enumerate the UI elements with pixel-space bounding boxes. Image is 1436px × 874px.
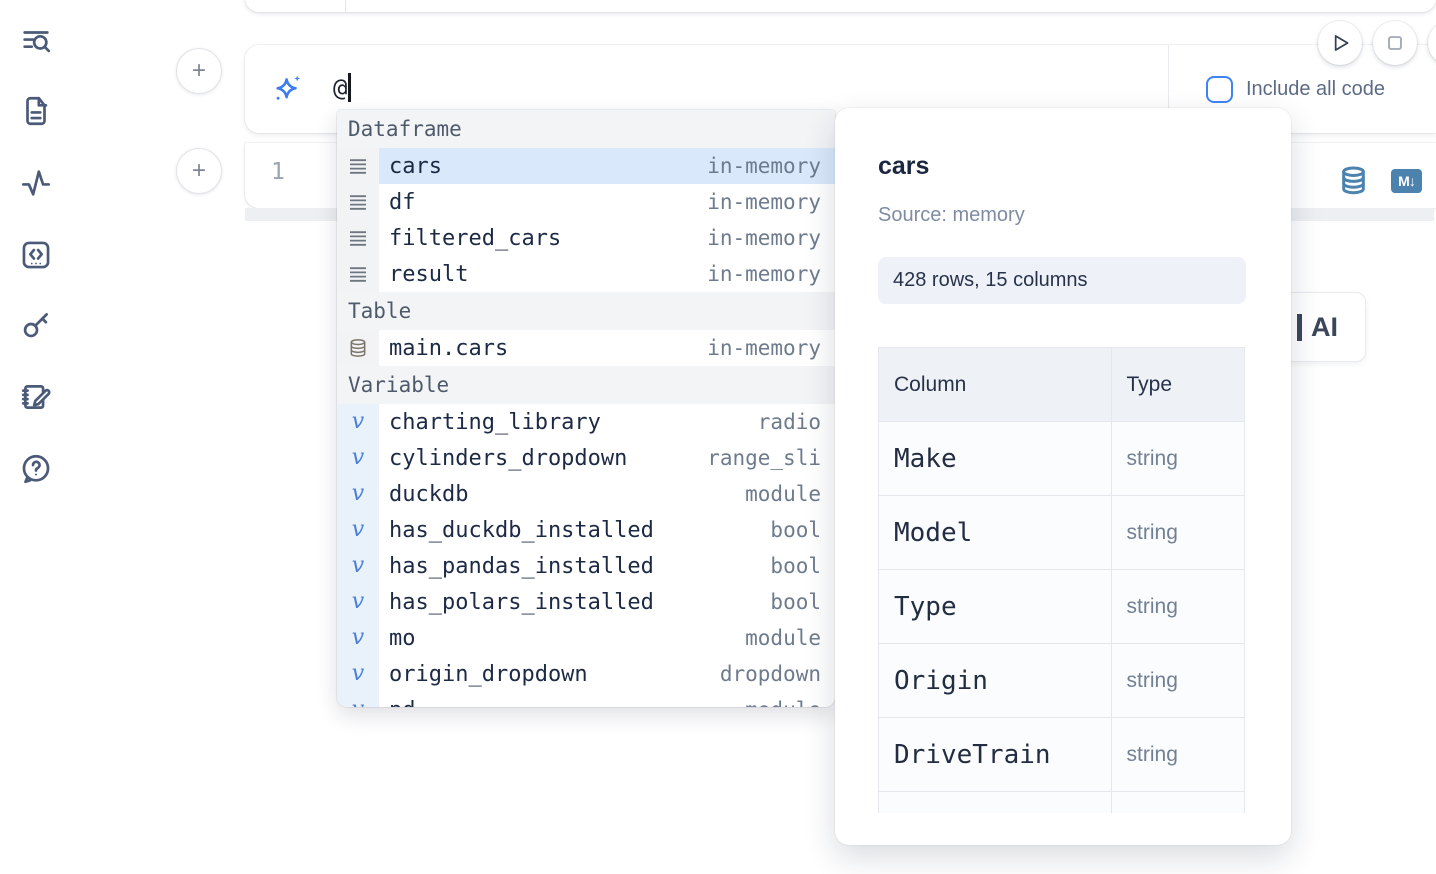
autocomplete-item-duckdb[interactable]: v duckdb module (337, 476, 835, 512)
table-row: Origin string (878, 643, 1246, 718)
ai-prompt-text: @ (333, 73, 348, 102)
dataframe-icon (337, 148, 379, 184)
table-row: Make string (878, 421, 1246, 496)
dataframe-icon (337, 184, 379, 220)
toc-search-icon[interactable] (19, 24, 53, 58)
include-all-code-checkbox[interactable] (1206, 75, 1233, 103)
variable-icon: v (337, 692, 379, 707)
sparkles-ai-icon (271, 72, 305, 106)
autocomplete-item-df[interactable]: df in-memory (337, 184, 835, 220)
markdown-icon[interactable]: M↓ (1391, 168, 1422, 193)
text-cursor (348, 73, 351, 102)
type-header: Type (1110, 347, 1246, 422)
section-header-dataframe: Dataframe (337, 110, 835, 148)
table-row: Type string (878, 569, 1246, 644)
autocomplete-item-origin-dropdown[interactable]: v origin_dropdown dropdown (337, 656, 835, 692)
plus-icon: + (191, 57, 206, 84)
autocomplete-item-has-polars-installed[interactable]: v has_polars_installed bool (337, 584, 835, 620)
variable-icon: v (337, 656, 379, 692)
dataframe-icon (337, 220, 379, 256)
ai-card-label: AI (1311, 311, 1338, 342)
add-cell-above-button[interactable]: + (176, 48, 222, 94)
preview-source: Source: memory (878, 204, 1025, 226)
ai-prompt-options: Include all code (1168, 45, 1436, 133)
activity-icon[interactable] (19, 166, 53, 200)
autocomplete-popup: Dataframe cars in-memory df in-memory fi… (337, 110, 835, 707)
table-row: Model string (878, 495, 1246, 570)
table-row-partial (878, 791, 1246, 813)
run-cell-button[interactable] (1318, 21, 1362, 65)
dataframe-icon (337, 256, 379, 292)
scratchpad-icon[interactable] (19, 380, 53, 414)
autocomplete-item-pd[interactable]: v pd module (337, 692, 835, 707)
document-icon[interactable] (19, 94, 53, 128)
variable-icon: v (337, 584, 379, 620)
include-all-code-label: Include all code (1246, 77, 1385, 100)
stop-square-icon (1388, 36, 1402, 50)
add-cell-below-button[interactable]: + (176, 148, 222, 194)
cell-gutter-divider (345, 0, 346, 12)
table-database-icon (337, 330, 379, 366)
autocomplete-item-cylinders-dropdown[interactable]: v cylinders_dropdown range_sli (337, 440, 835, 476)
clipped-letter (1297, 313, 1302, 341)
autocomplete-item-filtered-cars[interactable]: filtered_cars in-memory (337, 220, 835, 256)
autocomplete-item-result[interactable]: result in-memory (337, 256, 835, 292)
ai-prompt-input[interactable]: @ (333, 73, 351, 102)
database-connect-icon[interactable] (1338, 165, 1369, 196)
dataframe-preview-panel: cars Source: memory 428 rows, 15 columns… (835, 108, 1291, 845)
column-header: Column (878, 347, 1112, 422)
help-icon[interactable] (19, 452, 53, 486)
autocomplete-item-mo[interactable]: v mo module (337, 620, 835, 656)
play-icon (1334, 35, 1349, 51)
autocomplete-item-has-duckdb-installed[interactable]: v has_duckdb_installed bool (337, 512, 835, 548)
variable-icon: v (337, 404, 379, 440)
schema-header-row: Column Type (878, 347, 1246, 422)
line-number: 1 (271, 159, 285, 185)
section-header-variable: Variable (337, 366, 835, 404)
section-header-table: Table (337, 292, 835, 330)
variable-icon: v (337, 440, 379, 476)
plus-icon: + (191, 157, 206, 184)
table-row: DriveTrain string (878, 717, 1246, 792)
preview-title: cars (878, 152, 930, 180)
shape-badge: 428 rows, 15 columns (878, 257, 1246, 304)
left-sidebar (0, 0, 70, 874)
extra-action-button[interactable] (1428, 21, 1436, 65)
key-icon[interactable] (19, 308, 53, 342)
variable-icon: v (337, 476, 379, 512)
variable-icon: v (337, 548, 379, 584)
variable-icon: v (337, 512, 379, 548)
autocomplete-item-main-cars[interactable]: main.cars in-memory (337, 330, 835, 366)
snippets-code-icon[interactable] (19, 238, 53, 272)
autocomplete-item-has-pandas-installed[interactable]: v has_pandas_installed bool (337, 548, 835, 584)
previous-cell-edge (245, 0, 1436, 12)
autocomplete-item-charting-library[interactable]: v charting_library radio (337, 404, 835, 440)
stop-button[interactable] (1373, 21, 1417, 65)
variable-icon: v (337, 620, 379, 656)
autocomplete-item-cars[interactable]: cars in-memory (337, 148, 835, 184)
schema-table: Column Type Make string Model string Typ… (878, 347, 1246, 813)
